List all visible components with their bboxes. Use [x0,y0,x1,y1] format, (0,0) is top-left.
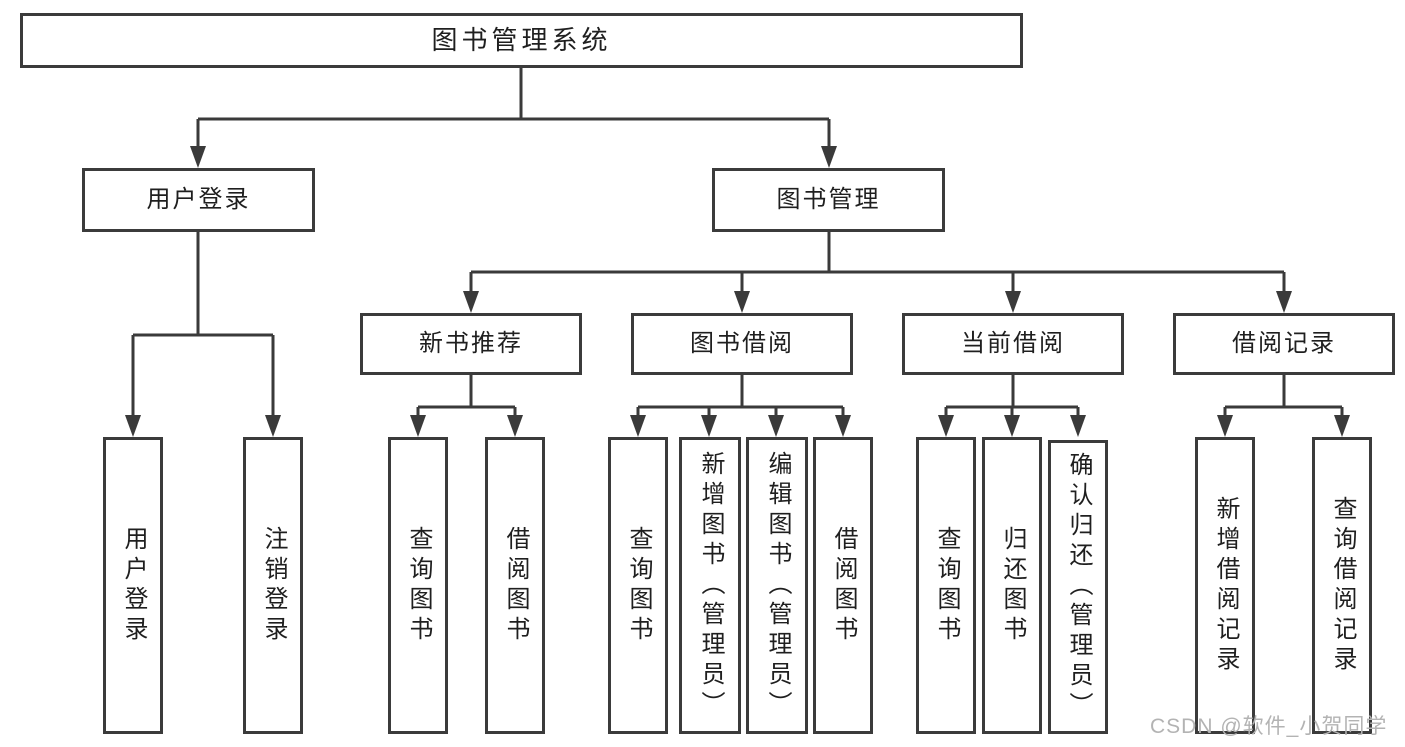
leaf-query-borrow-record: 查询借阅记录 [1312,437,1372,734]
leaf-borrow-books-1: 借阅图书 [485,437,545,734]
leaf-edit-book-admin: 编辑图书（管理员） [746,437,808,734]
node-user-login: 用户登录 [82,168,315,232]
leaf-add-borrow-record: 新增借阅记录 [1195,437,1255,734]
leaf-query-books-3: 查询图书 [916,437,976,734]
leaf-return-book: 归还图书 [982,437,1042,734]
leaf-add-book-admin: 新增图书（管理员） [679,437,741,734]
node-book-management: 图书管理 [712,168,945,232]
node-borrowing-records: 借阅记录 [1173,313,1395,375]
node-book-borrowing: 图书借阅 [631,313,853,375]
node-library-management-system: 图书管理系统 [20,13,1023,68]
node-current-borrowing: 当前借阅 [902,313,1124,375]
leaf-borrow-books-2: 借阅图书 [813,437,873,734]
watermark-text: CSDN @软件_小贺同学 [1150,715,1388,738]
leaf-logout: 注销登录 [243,437,303,734]
leaf-user-login: 用户登录 [103,437,163,734]
leaf-query-books-2: 查询图书 [608,437,668,734]
leaf-confirm-return-admin: 确认归还（管理员） [1048,440,1108,734]
node-new-book-recommend: 新书推荐 [360,313,582,375]
leaf-query-books-1: 查询图书 [388,437,448,734]
